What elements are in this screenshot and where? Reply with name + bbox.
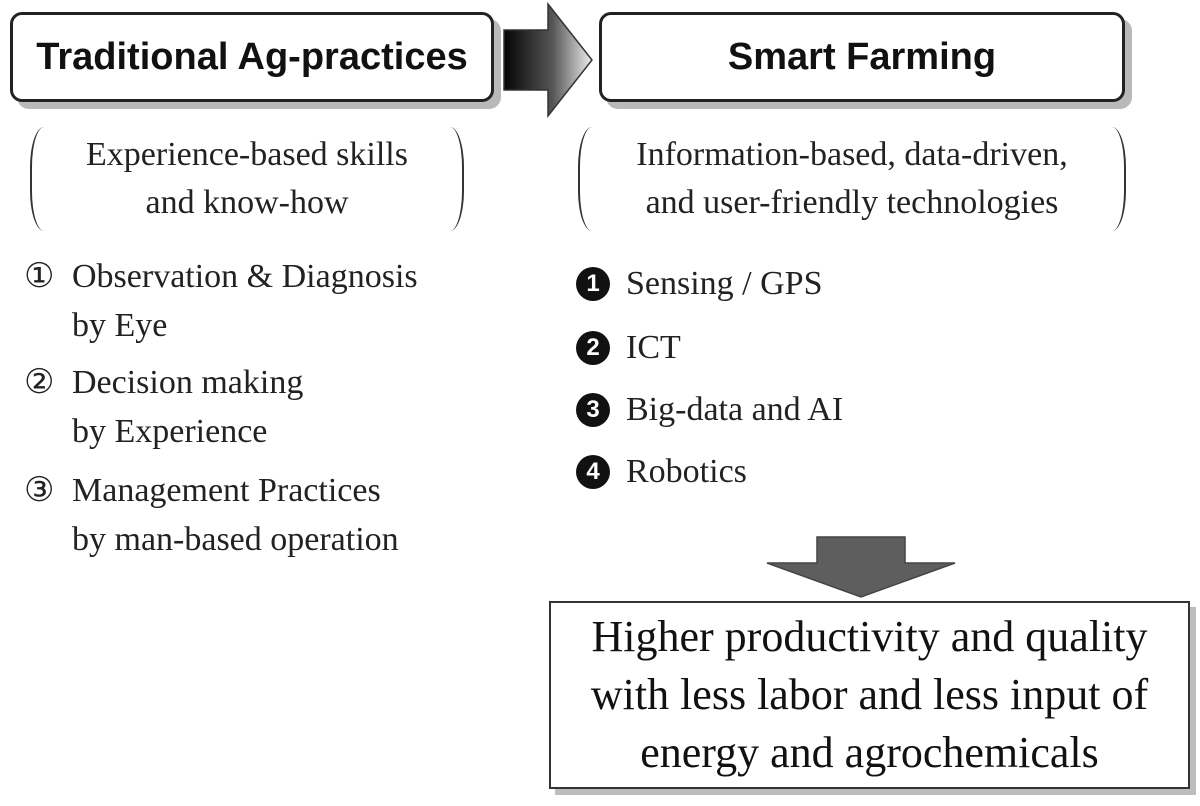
item-line: by Experience (72, 413, 268, 450)
feature-label: Sensing / GPS (626, 265, 823, 302)
description-line: and know-how (145, 184, 349, 221)
feature-label: Big-data and AI (626, 391, 844, 428)
smart-farming-description: Information-based, data-driven, and user… (578, 127, 1126, 231)
item-line: Observation & Diagnosis (72, 258, 418, 295)
traditional-header-box: Traditional Ag-practices (10, 12, 494, 102)
feature-label: Robotics (626, 453, 747, 490)
number-badge-3: 3 (576, 393, 610, 427)
feature-label: ICT (626, 329, 681, 366)
feature-bigdata-ai: 3 Big-data and AI (576, 390, 843, 430)
traditional-description: Experience-based skills and know-how (30, 127, 464, 231)
outcome-line: with less labor and less input of (590, 670, 1149, 719)
number-badge-4: 4 (576, 455, 610, 489)
outcome-line: Higher productivity and quality (591, 612, 1148, 661)
traditional-item-decision: ② Decision making by Experience (24, 358, 303, 456)
description-line: Experience-based skills (86, 136, 408, 173)
smart-farming-title: Smart Farming (727, 35, 997, 78)
outcome-line: energy and agrochemicals (640, 728, 1099, 777)
feature-sensing-gps: 1 Sensing / GPS (576, 264, 823, 304)
traditional-title: Traditional Ag-practices (36, 35, 468, 78)
feature-ict: 2 ICT (576, 328, 681, 368)
circled-number-1: ① (24, 258, 55, 295)
item-line: by man-based operation (72, 521, 399, 558)
item-line: by Eye (72, 307, 168, 344)
circled-number-2: ② (24, 364, 55, 401)
number-badge-2: 2 (576, 331, 610, 365)
right-arrow-icon (503, 2, 593, 119)
down-arrow-icon (766, 536, 956, 598)
circled-number-3: ③ (24, 472, 55, 509)
smart-farming-header-box: Smart Farming (599, 12, 1125, 102)
item-line: Decision making (72, 364, 304, 401)
feature-robotics: 4 Robotics (576, 452, 747, 492)
traditional-item-observation: ① Observation & Diagnosis by Eye (24, 252, 418, 350)
traditional-item-management: ③ Management Practices by man-based opera… (24, 466, 399, 564)
number-badge-1: 1 (576, 267, 610, 301)
item-line: Management Practices (72, 472, 381, 509)
outcome-box: Higher productivity and quality with les… (549, 601, 1190, 789)
description-line: Information-based, data-driven, (636, 136, 1068, 173)
description-line: and user-friendly technologies (645, 184, 1059, 221)
